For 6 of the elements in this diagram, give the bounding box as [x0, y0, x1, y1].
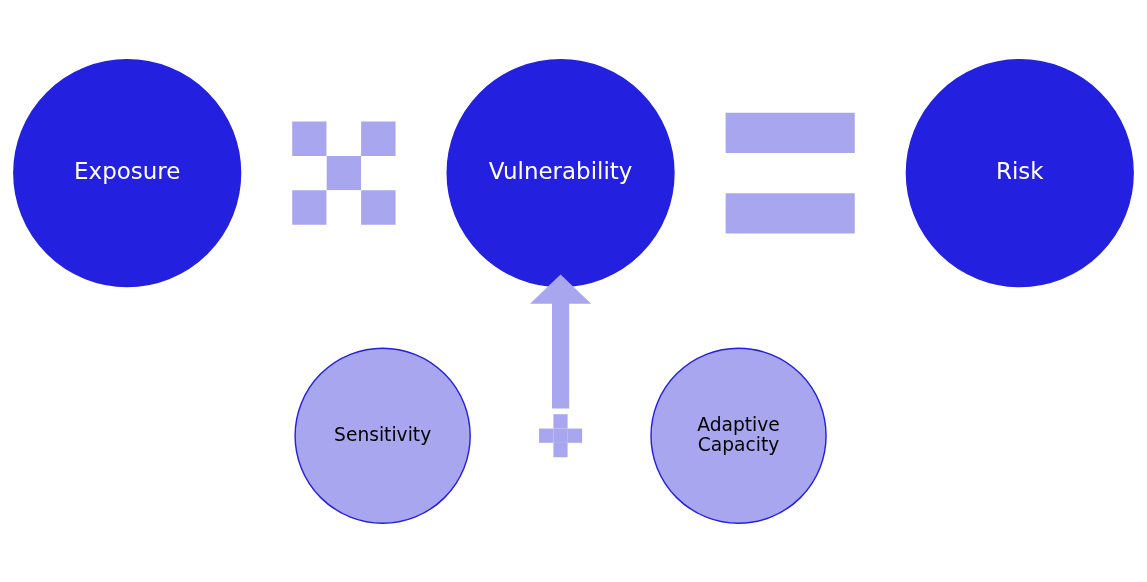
arrow	[530, 274, 592, 408]
node-circle: Adaptive Capacity	[650, 346, 827, 524]
node-circle: Sensitivity	[294, 346, 471, 524]
node-circle: Risk	[905, 58, 1134, 287]
node-circle: Exposure	[13, 58, 242, 287]
node-circle: Vulnerability	[446, 58, 675, 287]
